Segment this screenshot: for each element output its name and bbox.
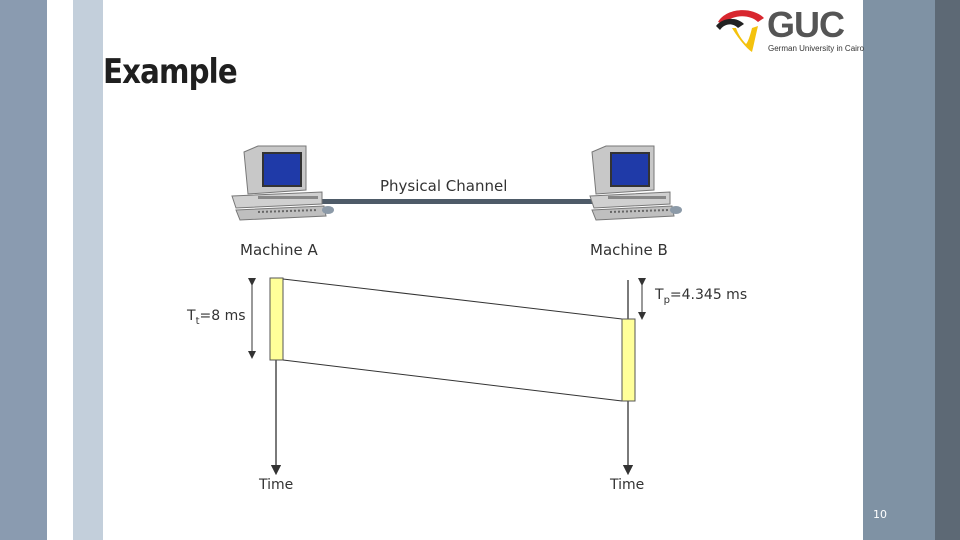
tp-label-main: T: [655, 287, 664, 303]
computer-a-icon: [231, 145, 334, 221]
logo-name: GUC: [767, 4, 845, 45]
guc-logo-mark: [716, 10, 764, 52]
right-frame-band: [863, 0, 935, 540]
tt-label-value: =8 ms: [199, 308, 246, 324]
machine-b-label: Machine B: [590, 241, 668, 259]
machine-a-label: Machine A: [240, 241, 318, 259]
page-number: 10: [873, 508, 887, 521]
propagation-line-leading: [282, 278, 623, 320]
time-label-a: Time: [259, 477, 294, 493]
slide-title: Example: [103, 52, 238, 92]
left-frame-band: [0, 0, 47, 540]
tt-label-sub: t: [195, 315, 200, 327]
time-label-b: Time: [610, 477, 645, 493]
left-frame-gap: [47, 0, 73, 540]
physical-channel-cable: [320, 199, 594, 204]
tp-label-sub: p: [663, 294, 670, 306]
transmit-block-a: [269, 277, 284, 361]
tp-label-value: =4.345 ms: [669, 287, 748, 303]
tt-label: Tt=8 ms: [187, 308, 246, 327]
physical-channel-label: Physical Channel: [380, 177, 508, 195]
receive-block-b: [621, 318, 636, 402]
left-frame-stripe: [73, 0, 103, 540]
tt-label-main: T: [187, 308, 196, 324]
tp-label: Tp=4.345 ms: [655, 287, 747, 306]
right-frame-edge: [935, 0, 960, 540]
propagation-line-trailing: [282, 359, 623, 402]
computer-b-icon: [589, 145, 682, 221]
logo-subtitle: German University in Cairo: [768, 44, 865, 53]
